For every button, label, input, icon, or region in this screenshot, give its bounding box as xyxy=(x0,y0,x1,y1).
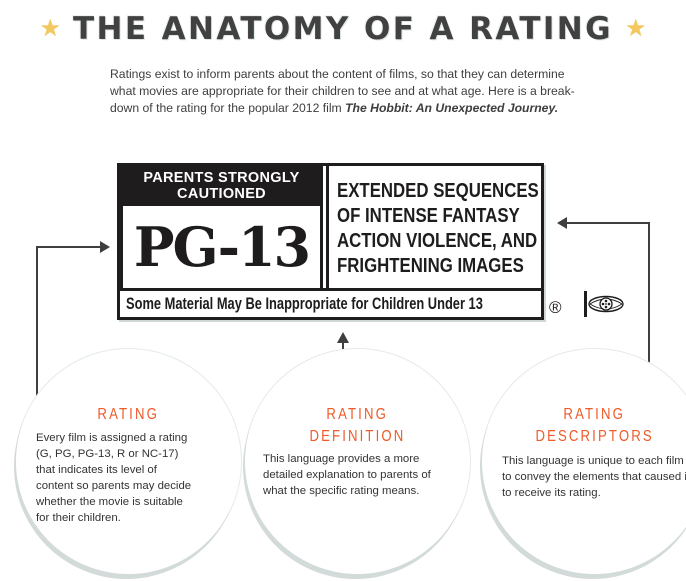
descriptor-line: ACTION VIOLENCE, AND xyxy=(337,229,538,252)
callout-rating-definition: RATING DEFINITION This language provides… xyxy=(245,349,470,574)
callout-rating-descriptors: RATING DESCRIPTORS This language is uniq… xyxy=(482,349,686,574)
arrow-up-icon xyxy=(337,332,349,343)
callout-body: This language provides a more detailed e… xyxy=(263,453,431,497)
rating-code: PG-13 xyxy=(133,215,311,279)
descriptor-line: OF INTENSE FANTASY xyxy=(337,204,520,227)
rating-panel: PARENTS STRONGLY CAUTIONED PG-13 xyxy=(120,166,323,291)
caution-line-2: CAUTIONED xyxy=(177,186,266,202)
callout-rating: RATING Every film is assigned a rating (… xyxy=(16,349,241,574)
descriptor-line: EXTENDED SEQUENCES xyxy=(337,179,539,202)
callout-body: This language is unique to each film to … xyxy=(502,455,686,499)
rating-note: Some Material May Be Inappropriate for C… xyxy=(126,294,483,313)
arrow-left-icon xyxy=(557,217,567,229)
arrow-right-icon xyxy=(100,241,110,253)
film-title: The Hobbit: An Unexpected Journey. xyxy=(345,101,559,115)
rating-code-panel: PG-13 xyxy=(123,206,320,288)
rating-footer: Some Material May Be Inappropriate for C… xyxy=(120,288,624,317)
registered-mark-icon: ® xyxy=(549,298,562,317)
callout-title: RATING DEFINITION xyxy=(309,406,406,445)
callout-body: Every film is assigned a rating (G, PG, … xyxy=(36,432,192,524)
star-icon: ★ xyxy=(39,15,61,42)
intro-paragraph: Ratings exist to inform parents about th… xyxy=(110,66,590,117)
mpaa-seal-icon xyxy=(583,291,625,317)
intro-text: Ratings exist to inform parents about th… xyxy=(110,67,575,115)
descriptor-line: FRIGHTENING IMAGES xyxy=(337,254,524,277)
callout-title: RATING DESCRIPTORS xyxy=(535,406,654,445)
rating-block: PARENTS STRONGLY CAUTIONED PG-13 EXTENDE… xyxy=(117,163,624,320)
rating-descriptors-panel: EXTENDED SEQUENCES OF INTENSE FANTASY AC… xyxy=(326,166,541,288)
star-icon: ★ xyxy=(625,15,647,42)
caution-line-1: PARENTS STRONGLY xyxy=(143,170,300,186)
page-title: THE ANATOMY OF A RATING xyxy=(73,11,613,47)
rating-caution: PARENTS STRONGLY CAUTIONED xyxy=(120,170,323,202)
callout-title: RATING xyxy=(97,406,160,423)
page-header: ★ THE ANATOMY OF A RATING ★ xyxy=(0,8,686,50)
